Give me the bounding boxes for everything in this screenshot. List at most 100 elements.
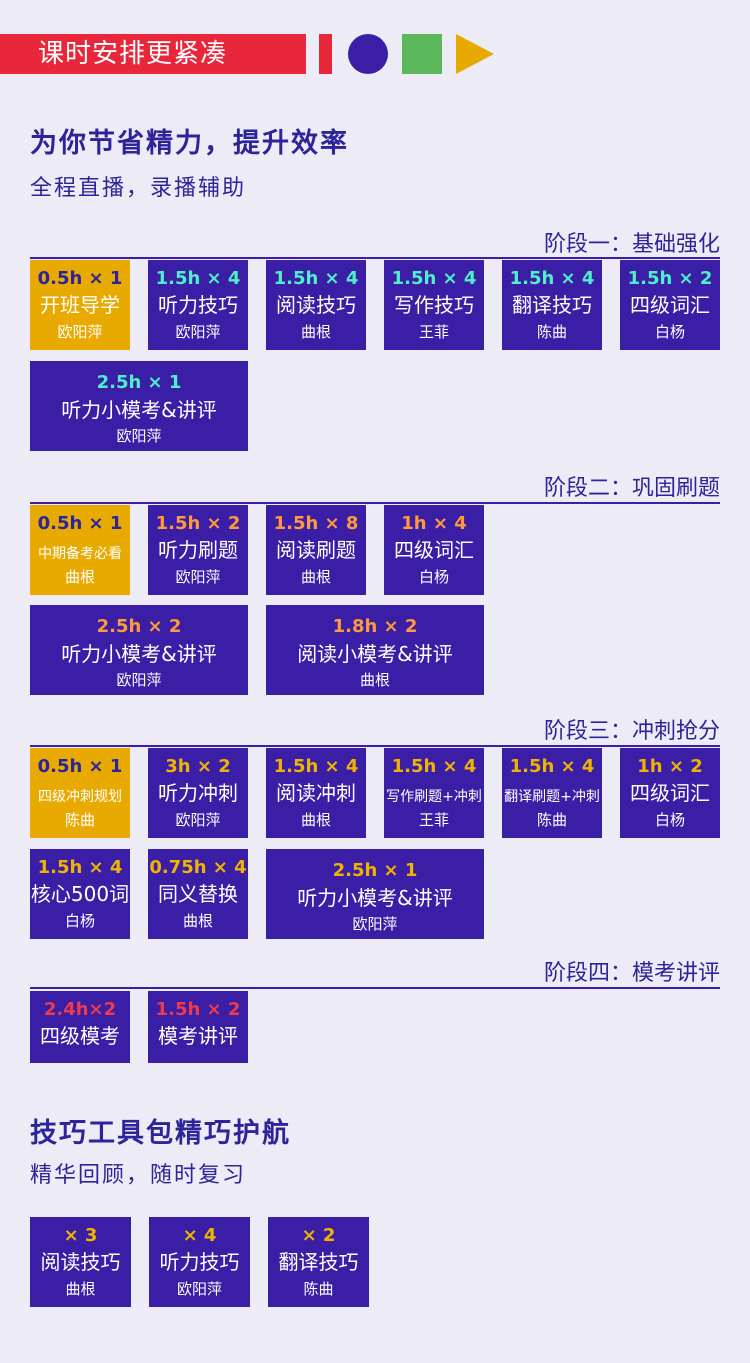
card-name: 阅读刷题 [276, 538, 356, 562]
card-name: 翻译技巧 [512, 293, 592, 317]
toolkit-card: × 2 翻译技巧 陈曲 [268, 1217, 369, 1307]
card-teacher: 曲根 [300, 568, 331, 586]
course-card: 1.5h × 2 模考讲评 [148, 991, 248, 1063]
card-duration: 1.5h × 8 [273, 513, 359, 534]
card-duration: 1.8h × 2 [332, 616, 418, 637]
card-teacher: 欧阳萍 [352, 915, 398, 933]
stage-2-divider [30, 502, 720, 504]
card-teacher: 白杨 [418, 568, 449, 586]
course-card: 0.5h × 1 中期备考必看 曲根 [30, 505, 130, 595]
card-duration: 1.5h × 4 [37, 857, 123, 878]
card-name: 阅读技巧 [40, 1250, 121, 1274]
course-card: 1h × 2 四级词汇 白杨 [620, 748, 720, 838]
card-name: 写作技巧 [394, 293, 474, 317]
course-card: 1h × 4 四级词汇 白杨 [384, 505, 484, 595]
card-name: 同义替换 [158, 882, 238, 906]
card-name: 阅读小模考&讲评 [297, 642, 453, 666]
card-name: 四级词汇 [394, 538, 474, 562]
course-card: 1.8h × 2 阅读小模考&讲评 曲根 [266, 605, 484, 695]
course-card: 1.5h × 4 听力技巧 欧阳萍 [148, 260, 248, 350]
card-duration: 2.4h×2 [43, 999, 117, 1020]
card-teacher: 陈曲 [303, 1280, 334, 1298]
course-card: 2.4h×2 四级模考 [30, 991, 130, 1063]
course-card: 2.5h × 1 听力小模考&讲评 欧阳萍 [30, 361, 248, 451]
toolkit-card: × 3 阅读技巧 曲根 [30, 1217, 131, 1307]
card-name: 四级模考 [40, 1024, 120, 1048]
card-duration: 0.5h × 1 [37, 513, 123, 534]
course-card: 1.5h × 2 四级词汇 白杨 [620, 260, 720, 350]
card-teacher: 曲根 [182, 912, 213, 930]
square-decoration [402, 34, 442, 74]
card-duration: 1.5h × 4 [391, 756, 477, 777]
card-teacher: 曲根 [359, 671, 390, 689]
card-name: 写作刷题+冲刺 [386, 789, 482, 805]
section-banner: 课时安排更紧凑 [0, 34, 306, 74]
stage-1-divider [30, 257, 720, 259]
card-teacher: 白杨 [654, 323, 685, 341]
card-teacher: 陈曲 [536, 811, 567, 829]
card-teacher: 欧阳萍 [176, 1280, 222, 1298]
card-duration: 2.5h × 1 [96, 372, 182, 393]
card-teacher: 曲根 [65, 1280, 96, 1298]
card-name: 翻译技巧 [278, 1250, 359, 1274]
card-teacher: 欧阳萍 [57, 323, 103, 341]
card-name: 中期备考必看 [38, 546, 122, 562]
stage-1-title: 阶段一：基础强化 [543, 232, 720, 257]
stage-3-divider [30, 745, 720, 747]
card-duration: 0.5h × 1 [37, 756, 123, 777]
toolkit-subline: 精华回顾，随时复习 [30, 1163, 247, 1188]
card-name: 开班导学 [40, 293, 120, 317]
card-name: 核心500词 [30, 882, 130, 906]
toolkit-headline: 技巧工具包精巧护航 [30, 1118, 291, 1149]
toolkit-card: × 4 听力技巧 欧阳萍 [149, 1217, 250, 1307]
stage-4-title: 阶段四：模考讲评 [543, 961, 720, 986]
card-teacher: 欧阳萍 [116, 671, 162, 689]
card-name: 听力技巧 [159, 1250, 240, 1274]
card-name: 听力冲刺 [158, 781, 238, 805]
course-card: 2.5h × 1 听力小模考&讲评 欧阳萍 [266, 849, 484, 939]
card-name: 翻译刷题+冲刺 [504, 789, 600, 805]
course-card: 1.5h × 8 阅读刷题 曲根 [266, 505, 366, 595]
headline: 为你节省精力，提升效率 [30, 128, 349, 159]
card-teacher: 白杨 [64, 912, 95, 930]
stage-3-title: 阶段三：冲刺抢分 [543, 719, 720, 744]
card-duration: 0.75h × 4 [149, 857, 247, 878]
card-duration: 1.5h × 2 [155, 513, 241, 534]
card-teacher: 欧阳萍 [175, 323, 221, 341]
course-card: 0.5h × 1 开班导学 欧阳萍 [30, 260, 130, 350]
card-teacher: 白杨 [654, 811, 685, 829]
circle-decoration [348, 34, 388, 74]
card-duration: 1.5h × 4 [509, 756, 595, 777]
card-name: 四级词汇 [630, 781, 710, 805]
card-duration: 1.5h × 4 [509, 268, 595, 289]
card-name: 听力刷题 [158, 538, 238, 562]
card-duration: 1.5h × 4 [273, 268, 359, 289]
card-teacher: 曲根 [300, 323, 331, 341]
card-name: 四级词汇 [630, 293, 710, 317]
course-card: 0.75h × 4 同义替换 曲根 [148, 849, 248, 939]
card-teacher: 欧阳萍 [116, 427, 162, 445]
card-duration: 1.5h × 2 [155, 999, 241, 1020]
course-card: 1.5h × 4 翻译刷题+冲刺 陈曲 [502, 748, 602, 838]
card-count: × 3 [63, 1225, 98, 1246]
stage-4-divider [30, 987, 720, 989]
course-card: 1.5h × 4 阅读冲刺 曲根 [266, 748, 366, 838]
course-card: 1.5h × 4 写作技巧 王菲 [384, 260, 484, 350]
card-count: × 2 [301, 1225, 336, 1246]
card-name: 听力小模考&讲评 [297, 886, 453, 910]
card-teacher: 曲根 [300, 811, 331, 829]
card-duration: 1.5h × 4 [155, 268, 241, 289]
card-duration: 1.5h × 2 [627, 268, 713, 289]
red-bar-decoration [319, 34, 332, 74]
card-duration: 2.5h × 2 [96, 616, 182, 637]
course-card: 3h × 2 听力冲刺 欧阳萍 [148, 748, 248, 838]
course-card: 0.5h × 1 四级冲刺规划 陈曲 [30, 748, 130, 838]
card-teacher: 曲根 [64, 568, 95, 586]
card-count: × 4 [182, 1225, 217, 1246]
card-teacher: 王菲 [418, 323, 449, 341]
card-teacher: 王菲 [418, 811, 449, 829]
card-teacher: 欧阳萍 [175, 568, 221, 586]
card-teacher: 陈曲 [536, 323, 567, 341]
card-duration: 1h × 2 [637, 756, 703, 777]
card-name: 听力技巧 [158, 293, 238, 317]
